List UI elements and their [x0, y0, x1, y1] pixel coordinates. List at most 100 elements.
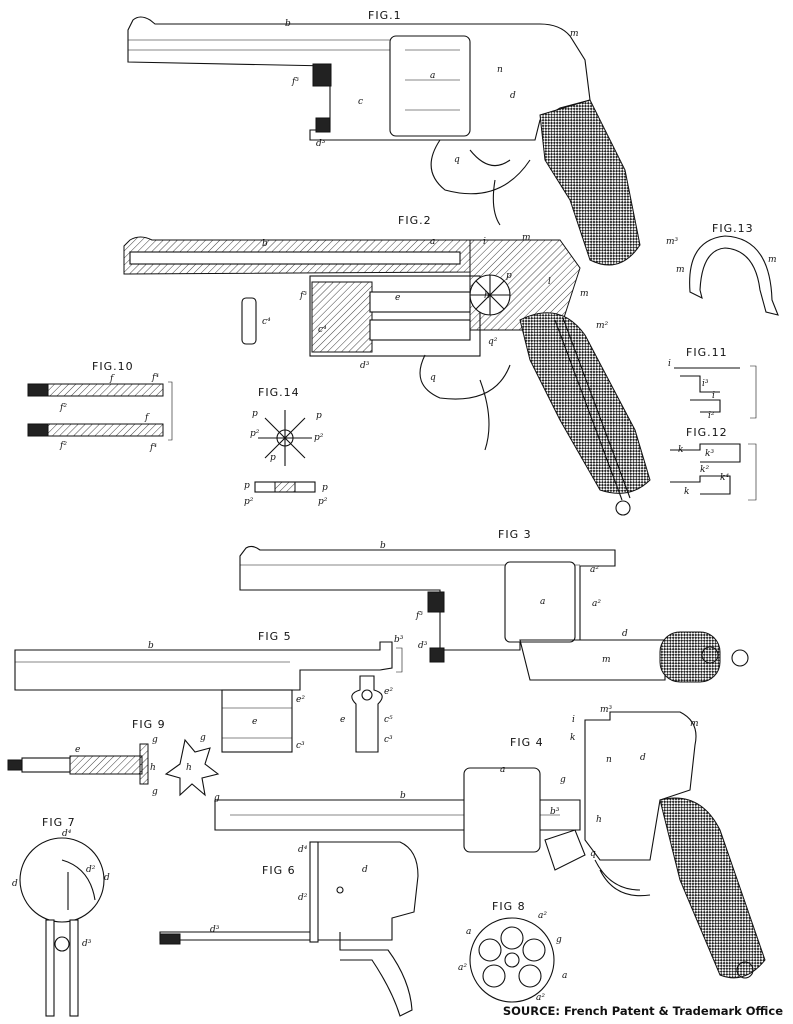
fig3-lanyard-ring [731, 649, 749, 667]
label-i: i [483, 237, 486, 247]
fig11-title: FIG.11 [686, 346, 728, 359]
label-h: h [150, 763, 156, 773]
figure-13-trigger-guard: FIG.13 m³ m m [666, 222, 779, 316]
label-d: d [12, 879, 18, 889]
label-a2: a² [590, 565, 599, 575]
label-e: e [340, 715, 345, 725]
label-a: a [430, 237, 435, 247]
label-k2: k² [700, 465, 709, 475]
label-c: c [358, 97, 363, 107]
label-d3: d³ [316, 139, 326, 149]
label-m: m [690, 719, 699, 729]
label-i: i [668, 359, 671, 369]
fig2-grip-section [519, 312, 651, 494]
label-p: p [270, 453, 276, 463]
label-f3: f³ [291, 77, 299, 87]
figure-11-detail: FIG.11 i i³ i i² [668, 346, 757, 421]
label-k: k [570, 733, 575, 743]
label-a: a [540, 597, 545, 607]
label-b: b [285, 19, 291, 29]
label-g: g [560, 775, 566, 785]
label-p: p [506, 271, 512, 281]
label-a2: a² [538, 911, 547, 921]
label-b3: b³ [550, 807, 560, 817]
label-g: g [152, 787, 158, 797]
fig9-title: FIG 9 [132, 718, 166, 731]
fig4-lanyard-ring [736, 961, 754, 979]
label-b: b [262, 239, 268, 249]
fig7-title: FIG 7 [42, 816, 76, 829]
label-n: n [606, 755, 612, 765]
label-b: b [400, 791, 406, 801]
label-f3: f³ [299, 291, 307, 301]
label-h: h [596, 815, 602, 825]
label-f: f [144, 413, 150, 423]
label-m: m [768, 255, 777, 265]
label-p: p [244, 481, 250, 491]
label-m: m [580, 289, 589, 299]
fig4-title: FIG 4 [510, 736, 544, 749]
label-p2: p² [250, 429, 260, 439]
label-e: e [395, 293, 400, 303]
fig9-pin-section [69, 755, 143, 775]
fig2-lanyard-ring [615, 500, 631, 516]
label-b: b [380, 541, 386, 551]
label-f3: f³ [415, 611, 423, 621]
label-a2: a² [592, 599, 601, 609]
label-f: f [109, 374, 115, 384]
figure-7-frame-end: FIG 7 d⁴ d d² d d³ [12, 816, 110, 1017]
fig6-title: FIG 6 [262, 864, 296, 877]
label-d: d [640, 753, 646, 763]
fig1-rod-head [315, 117, 331, 133]
label-d3: d³ [418, 641, 428, 651]
label-k: k [684, 487, 689, 497]
label-a: a [430, 71, 435, 81]
label-g: g [200, 733, 206, 743]
label-d: d [362, 865, 368, 875]
figure-5-barrel-assembly: FIG 5 b b³ e² e c³ e² e c⁵ c³ [14, 630, 404, 753]
label-l: l [548, 277, 551, 287]
label-c5: c⁵ [384, 715, 393, 725]
label-d: d [622, 629, 628, 639]
label-d3: d³ [210, 925, 220, 935]
label-k: k [678, 445, 683, 455]
label-m2: m² [596, 321, 609, 331]
label-a2: a² [458, 963, 467, 973]
label-k4: k⁴ [720, 473, 729, 483]
label-e2: e² [384, 687, 393, 697]
label-e: e [252, 717, 257, 727]
label-p: p [316, 411, 322, 421]
fig2-title: FIG.2 [398, 214, 432, 227]
label-f4: f⁴ [151, 373, 159, 383]
figure-8-cylinder-end: FIG 8 a a² g a² a a² [458, 900, 567, 1003]
label-d: d [510, 91, 516, 101]
label-p2: p² [318, 497, 328, 507]
label-h: h [484, 291, 490, 301]
trigger-guard-icon [689, 235, 779, 316]
label-f2: f² [59, 403, 67, 413]
label-b3: b³ [394, 635, 404, 645]
label-p2: p² [244, 497, 254, 507]
label-m: m [676, 265, 685, 275]
figure-3-frame-view: FIG 3 b a² a a² f³ d³ d m [239, 528, 749, 683]
fig1-cylinder [389, 35, 471, 137]
label-b: b [148, 641, 154, 651]
label-q2: q² [488, 337, 498, 347]
label-a: a [466, 927, 471, 937]
label-m: m [570, 29, 579, 39]
label-i: i [572, 715, 575, 725]
label-a: a [562, 971, 567, 981]
label-m3: m³ [600, 705, 613, 715]
fig3-grip-end [659, 631, 721, 683]
fig1-title: FIG.1 [368, 9, 402, 22]
label-i: i [712, 391, 715, 401]
label-d2: d² [86, 865, 96, 875]
label-d2: d² [298, 893, 308, 903]
label-a: a [500, 765, 505, 775]
figure-4-revolver-open: FIG 4 m³ m i k n d a g b b³ h q [214, 705, 766, 979]
label-q: q [454, 155, 460, 165]
cylinder-star-icon [258, 410, 312, 466]
fig5-title: FIG 5 [258, 630, 292, 643]
label-c4: c⁴ [318, 325, 327, 335]
